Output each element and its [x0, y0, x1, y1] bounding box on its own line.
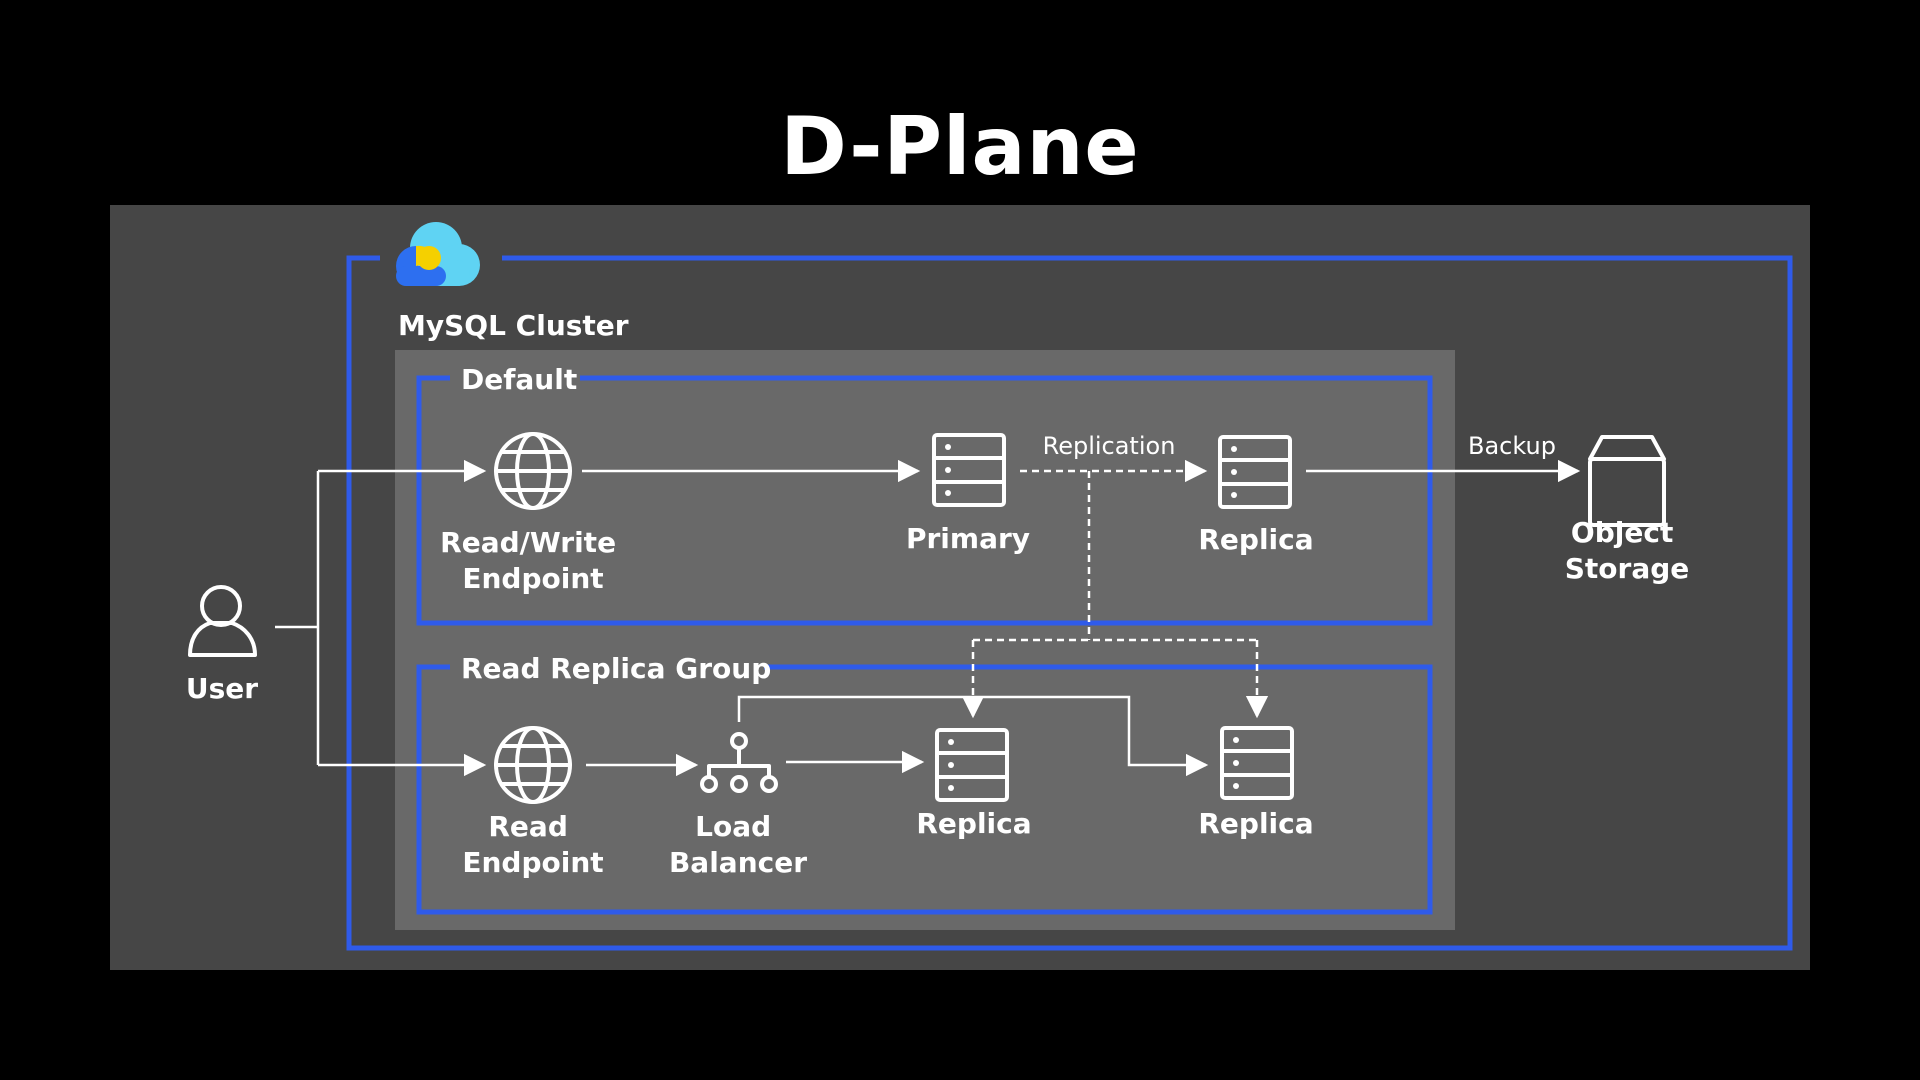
replica-default-label: Replica	[1198, 523, 1313, 556]
load-balancer-label: Load Balancer	[669, 810, 807, 879]
load-balancer-icon	[700, 732, 778, 793]
load-balancer-line1: Load	[695, 810, 771, 843]
object-storage-line1: Object	[1571, 516, 1673, 549]
box-icon	[1588, 435, 1666, 527]
rw-endpoint-line2: Endpoint	[462, 562, 603, 595]
cluster-border	[346, 255, 1793, 951]
rw-endpoint-line1: Read/Write	[440, 526, 616, 559]
connector-replication-down	[973, 471, 1257, 642]
read-replica-group-label: Read Replica Group	[461, 652, 771, 685]
page-title: D-Plane	[780, 100, 1140, 193]
cluster-label: MySQL Cluster	[398, 309, 629, 342]
read-endpoint-label: Read Endpoint	[462, 810, 603, 879]
connector-user-split	[275, 471, 320, 765]
server-icon	[1220, 726, 1294, 800]
object-storage-line2: Storage	[1565, 552, 1690, 585]
user-icon	[188, 585, 257, 657]
server-icon	[932, 433, 1006, 507]
user-label: User	[186, 672, 258, 705]
primary-label: Primary	[906, 522, 1030, 555]
object-storage-label: Object Storage	[1565, 516, 1690, 585]
connector-lb-replica2	[737, 695, 1209, 777]
read-endpoint-line1: Read	[488, 810, 568, 843]
inner-panel	[395, 350, 1455, 930]
cloud-icon	[396, 222, 480, 286]
default-group-border	[416, 375, 1433, 626]
globe-icon	[494, 432, 572, 510]
globe-icon	[494, 726, 572, 804]
replication-label: Replication	[1043, 432, 1176, 460]
server-icon	[1218, 435, 1292, 509]
read-replica-group-border	[416, 664, 1433, 915]
server-icon	[935, 728, 1009, 802]
backup-label: Backup	[1468, 432, 1556, 460]
rw-endpoint-label: Read/Write Endpoint	[440, 526, 626, 595]
default-group-label: Default	[461, 363, 577, 396]
replica-1-label: Replica	[916, 807, 1031, 840]
read-endpoint-line2: Endpoint	[462, 846, 603, 879]
load-balancer-line2: Balancer	[669, 846, 807, 879]
replica-2-label: Replica	[1198, 807, 1313, 840]
